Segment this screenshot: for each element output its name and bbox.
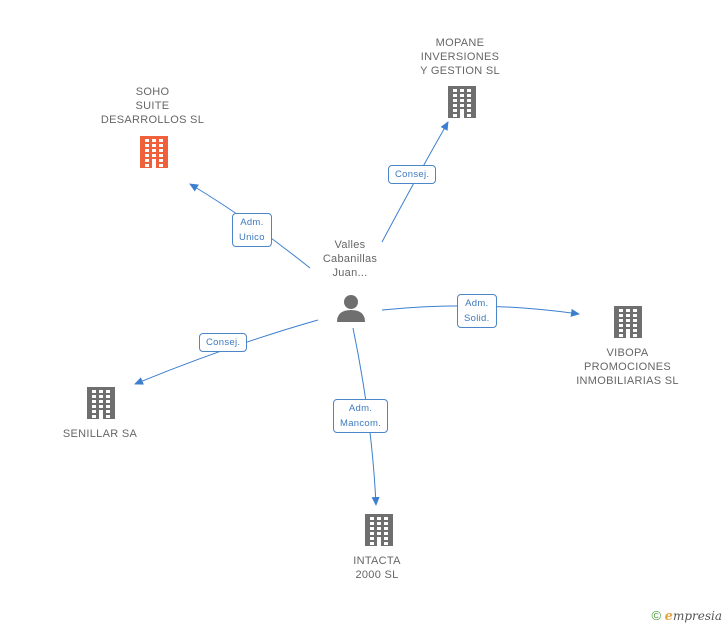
- company-label-line: INVERSIONES: [420, 51, 500, 63]
- relation-label-senillar[interactable]: Consej.: [199, 333, 248, 352]
- company-label-line: VIBOPA: [606, 347, 649, 359]
- relation-label-vibopa[interactable]: Adm. Solid.: [457, 294, 497, 328]
- building-icon-soho[interactable]: [140, 136, 168, 168]
- building-icon-vibopa[interactable]: [614, 306, 642, 338]
- company-label-line: SENILLAR SA: [62, 428, 138, 440]
- relation-label-line: Consej.: [206, 337, 241, 348]
- building-icon-mopane[interactable]: [448, 86, 476, 118]
- relation-edge-senillar: [134, 319, 319, 385]
- brand-name: mpresia: [672, 609, 722, 623]
- relation-label-soho[interactable]: Adm. Unico: [232, 213, 272, 247]
- relation-label-line: Unico: [239, 232, 265, 243]
- company-label-line: 2000 SL: [355, 569, 399, 581]
- company-label-soho[interactable]: SOHO SUITE DESARROLLOS SL: [80, 85, 225, 127]
- company-label-line: INMOBILIARIAS SL: [576, 375, 679, 387]
- company-label-mopane[interactable]: MOPANE INVERSIONES Y GESTION SL: [395, 36, 525, 78]
- company-label-line: INTACTA: [353, 555, 401, 567]
- relation-label-line: Solid.: [464, 313, 490, 324]
- relation-label-line: Adm.: [465, 298, 489, 309]
- brand-initial: e: [664, 609, 673, 624]
- relation-label-intacta[interactable]: Adm. Mancom.: [333, 399, 389, 433]
- relation-label-line: Adm.: [348, 403, 373, 414]
- company-label-line: Y GESTION SL: [420, 65, 500, 77]
- company-label-line: DESARROLLOS SL: [100, 114, 205, 126]
- person-label-line: Valles: [334, 239, 366, 251]
- relation-label-line: Mancom.: [340, 418, 382, 429]
- company-label-senillar[interactable]: SENILLAR SA: [40, 427, 160, 441]
- person-label-line: Juan...: [332, 267, 368, 279]
- person-icon[interactable]: [337, 295, 365, 322]
- person-label[interactable]: Valles Cabanillas Juan...: [300, 238, 400, 280]
- company-label-line: MOPANE: [435, 37, 485, 49]
- company-label-line: PROMOCIONES: [583, 361, 672, 373]
- building-icon-intacta[interactable]: [365, 514, 393, 546]
- company-label-intacta[interactable]: INTACTA 2000 SL: [327, 554, 427, 582]
- company-label-line: SOHO: [135, 86, 170, 98]
- relation-label-line: Consej.: [395, 169, 430, 180]
- company-label-line: SUITE: [135, 100, 170, 112]
- copyright-symbol: ©: [651, 608, 662, 623]
- relation-label-mopane[interactable]: Consej.: [388, 165, 437, 184]
- building-icon-senillar[interactable]: [87, 387, 115, 419]
- company-label-vibopa[interactable]: VIBOPA PROMOCIONES INMOBILIARIAS SL: [555, 346, 700, 388]
- relation-label-line: Adm.: [240, 217, 264, 228]
- person-label-line: Cabanillas: [322, 253, 378, 265]
- footer-brand: © empresia: [651, 608, 722, 624]
